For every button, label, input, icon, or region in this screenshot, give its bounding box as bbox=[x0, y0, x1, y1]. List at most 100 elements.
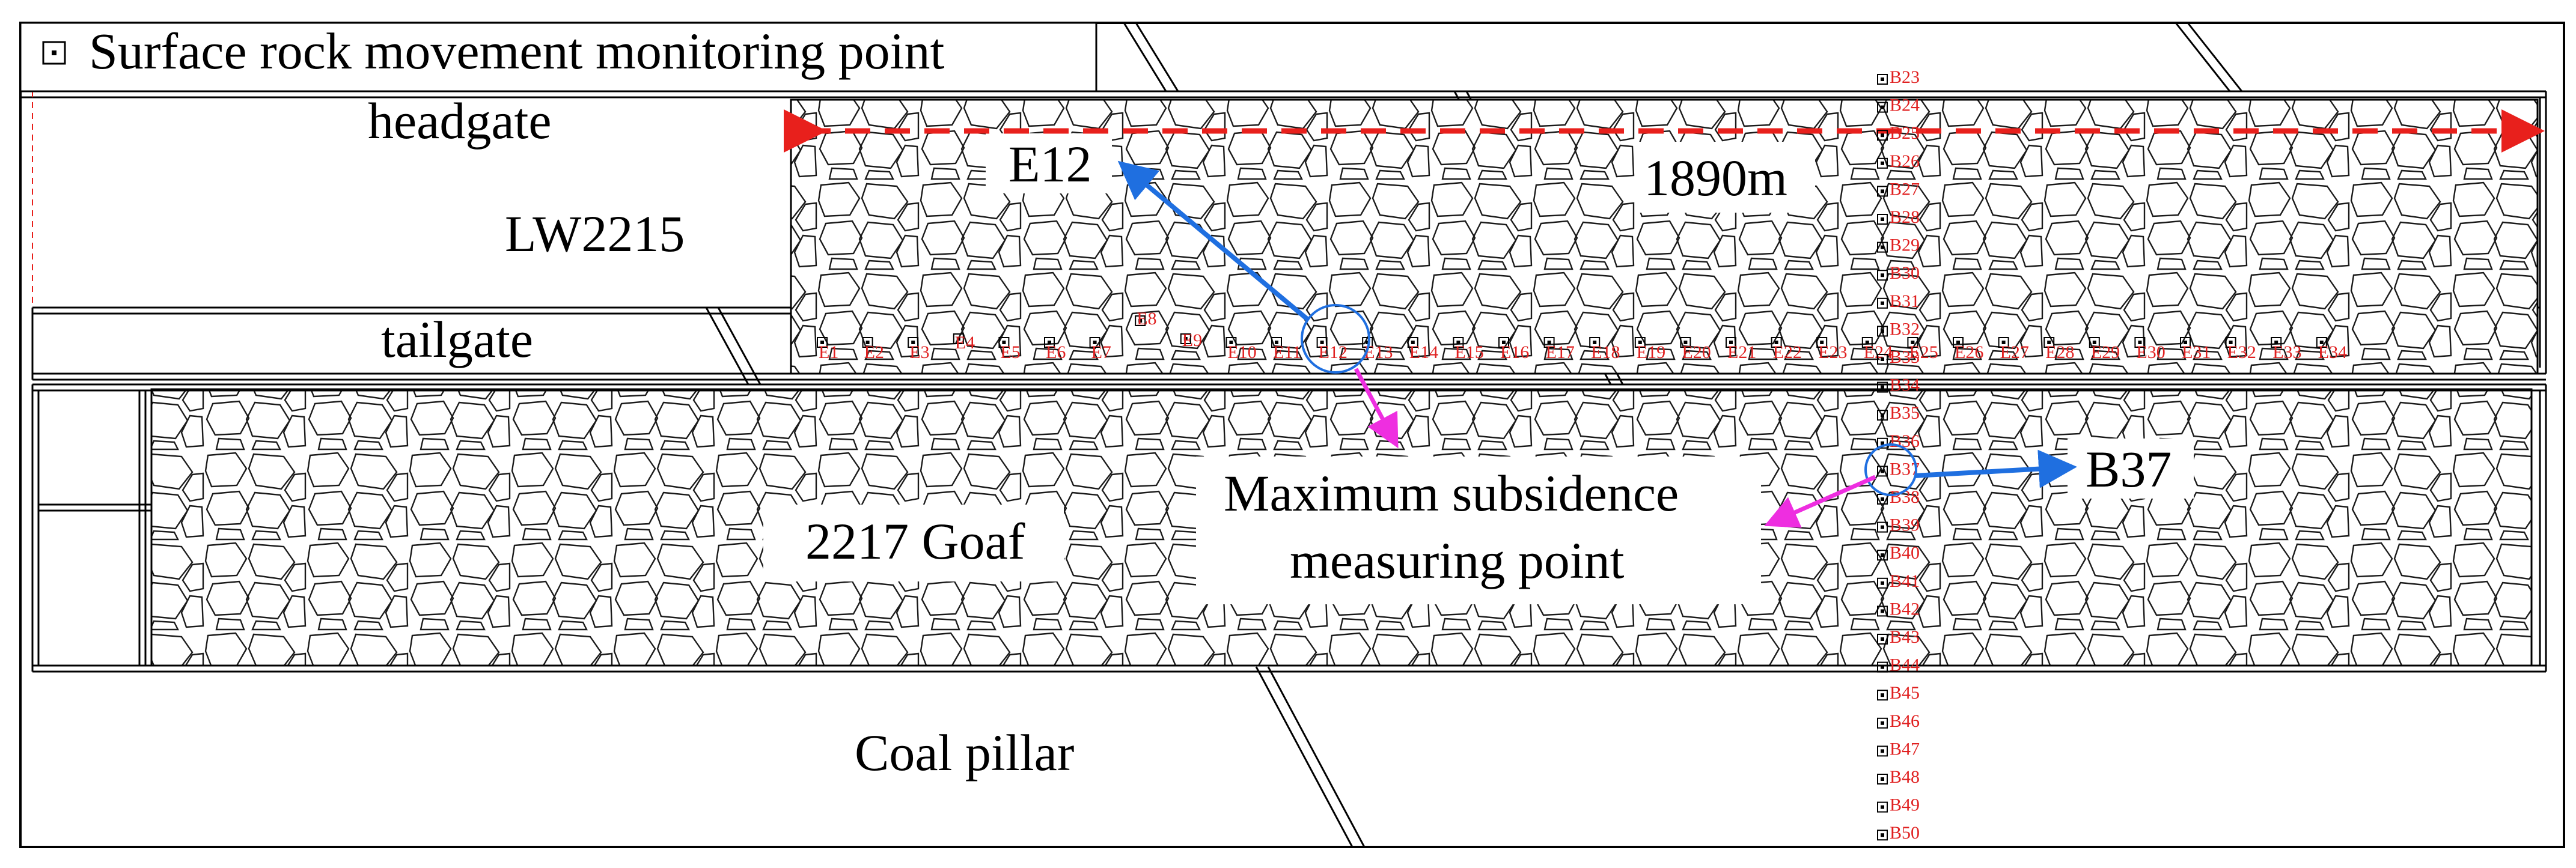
e12-highlight-circle bbox=[1301, 304, 1370, 374]
point-e4-label: E4 bbox=[955, 333, 975, 353]
point-b46-label: B46 bbox=[1890, 711, 1920, 731]
point-b36-marker-dot bbox=[1881, 441, 1884, 445]
point-b41-marker-dot bbox=[1881, 581, 1884, 585]
point-e26-marker-dot bbox=[1956, 341, 1960, 344]
point-e18-marker bbox=[1589, 337, 1601, 348]
point-b48-marker bbox=[1877, 774, 1888, 785]
point-b39-marker-dot bbox=[1881, 525, 1884, 529]
point-b27-marker bbox=[1877, 186, 1888, 197]
headgate-label: headgate bbox=[368, 92, 552, 150]
point-e30-marker-dot bbox=[2138, 341, 2142, 344]
point-b31-marker-dot bbox=[1881, 301, 1884, 305]
point-b34-marker bbox=[1877, 381, 1888, 393]
point-e32-marker bbox=[2225, 337, 2236, 348]
b-line-monitoring-points: B23B24B25B26B27B28B29B30B31B32B33B34B35B… bbox=[1877, 67, 1920, 843]
point-e14-marker bbox=[1407, 337, 1418, 348]
point-e20-marker bbox=[1680, 337, 1691, 348]
point-e17-marker-dot bbox=[1547, 341, 1551, 344]
point-e15-marker bbox=[1453, 337, 1464, 348]
point-e21-label: E21 bbox=[1727, 342, 1756, 362]
point-b45-marker bbox=[1877, 690, 1888, 701]
point-e10-label: E10 bbox=[1227, 342, 1256, 362]
distance-label-bg bbox=[1635, 142, 1815, 213]
coal-pillar-label: Coal pillar bbox=[855, 724, 1074, 782]
point-b37-marker-dot bbox=[1881, 469, 1884, 473]
point-b49-marker bbox=[1877, 801, 1888, 813]
point-b27-marker-dot bbox=[1881, 189, 1884, 193]
point-e27-label: E27 bbox=[2000, 342, 2029, 362]
point-b24-label: B24 bbox=[1890, 96, 1920, 115]
point-e2-marker-dot bbox=[865, 341, 870, 344]
point-e20-marker-dot bbox=[1683, 341, 1688, 344]
point-b41-label: B41 bbox=[1890, 571, 1920, 591]
point-b47-label: B47 bbox=[1890, 739, 1920, 759]
point-b25-marker bbox=[1877, 130, 1888, 141]
point-b48-marker-dot bbox=[1881, 777, 1884, 781]
point-e20-label: E20 bbox=[1682, 342, 1711, 362]
point-e5-marker bbox=[998, 337, 1010, 348]
point-b25-marker-dot bbox=[1881, 133, 1884, 138]
point-e16-label: E16 bbox=[1500, 342, 1529, 362]
point-b45-label: B45 bbox=[1890, 683, 1920, 703]
point-e12-marker-dot bbox=[1320, 341, 1324, 344]
point-b32-label: B32 bbox=[1890, 319, 1920, 339]
point-e10-marker-dot bbox=[1229, 341, 1233, 344]
point-e34-marker-dot bbox=[2319, 341, 2324, 344]
point-b31-label: B31 bbox=[1890, 291, 1920, 311]
point-e12-marker bbox=[1316, 337, 1328, 348]
point-b34-label: B34 bbox=[1890, 375, 1920, 395]
point-e6-marker-dot bbox=[1048, 341, 1051, 344]
point-b23-marker-dot bbox=[1881, 77, 1884, 81]
point-e18-label: E18 bbox=[1591, 342, 1620, 362]
point-b50-marker-dot bbox=[1881, 833, 1884, 837]
point-b42-label: B42 bbox=[1890, 599, 1920, 619]
point-e1-marker-dot bbox=[820, 341, 824, 344]
point-e30-label: E30 bbox=[2136, 342, 2165, 362]
point-e27-marker bbox=[1998, 337, 2009, 348]
point-e29-marker-dot bbox=[2092, 341, 2096, 344]
point-b29-marker-dot bbox=[1881, 245, 1884, 249]
distance-label: 1890m bbox=[1644, 149, 1787, 207]
point-e19-label: E19 bbox=[1637, 342, 1665, 362]
point-e34-marker bbox=[2316, 337, 2327, 348]
point-b44-label: B44 bbox=[1890, 655, 1920, 675]
point-e3-label: E3 bbox=[909, 342, 929, 362]
point-b44-marker bbox=[1877, 661, 1888, 673]
point-b43-marker-dot bbox=[1881, 637, 1884, 641]
e12-callout-label: E12 bbox=[1009, 135, 1092, 193]
point-b23-marker bbox=[1877, 74, 1888, 85]
tailgate-label: tailgate bbox=[381, 311, 533, 368]
point-e14-marker-dot bbox=[1411, 341, 1415, 344]
point-e9-marker bbox=[1180, 333, 1191, 344]
point-b44-marker-dot bbox=[1881, 665, 1884, 669]
point-e6-label: E6 bbox=[1046, 342, 1066, 362]
point-e17-marker bbox=[1543, 337, 1555, 348]
point-b48-label: B48 bbox=[1890, 767, 1920, 787]
point-e24-marker-dot bbox=[1865, 341, 1869, 344]
point-e4-marker bbox=[953, 333, 964, 344]
point-b40-label: B40 bbox=[1890, 543, 1920, 563]
point-b33-marker-dot bbox=[1881, 357, 1884, 361]
point-b35-marker bbox=[1877, 410, 1888, 421]
max-subsidence-arrow-b bbox=[1764, 475, 1876, 528]
point-e8-marker-dot bbox=[1138, 319, 1143, 323]
point-b35-label: B35 bbox=[1890, 403, 1920, 423]
legend-text: Surface rock movement monitoring point bbox=[89, 22, 945, 80]
point-b34-marker-dot bbox=[1881, 385, 1884, 389]
point-e2-marker bbox=[862, 337, 873, 348]
point-e5-marker-dot bbox=[1002, 341, 1006, 344]
point-b49-label: B49 bbox=[1890, 795, 1920, 815]
point-e24-marker bbox=[1861, 337, 1873, 348]
point-e16-marker-dot bbox=[1502, 341, 1506, 344]
point-e23-marker bbox=[1816, 337, 1828, 348]
point-e16-marker bbox=[1498, 337, 1509, 348]
point-e33-label: E33 bbox=[2272, 342, 2301, 362]
point-e25-marker bbox=[1907, 337, 1918, 348]
point-e7-label: E7 bbox=[1091, 342, 1111, 362]
b37-label-bg bbox=[2068, 439, 2194, 499]
point-e31-label: E31 bbox=[2182, 342, 2211, 362]
point-e23-marker-dot bbox=[1820, 341, 1824, 344]
b37-callout-label: B37 bbox=[2086, 440, 2172, 498]
point-e34-label: E34 bbox=[2318, 342, 2347, 362]
point-b40-marker-dot bbox=[1881, 553, 1884, 557]
